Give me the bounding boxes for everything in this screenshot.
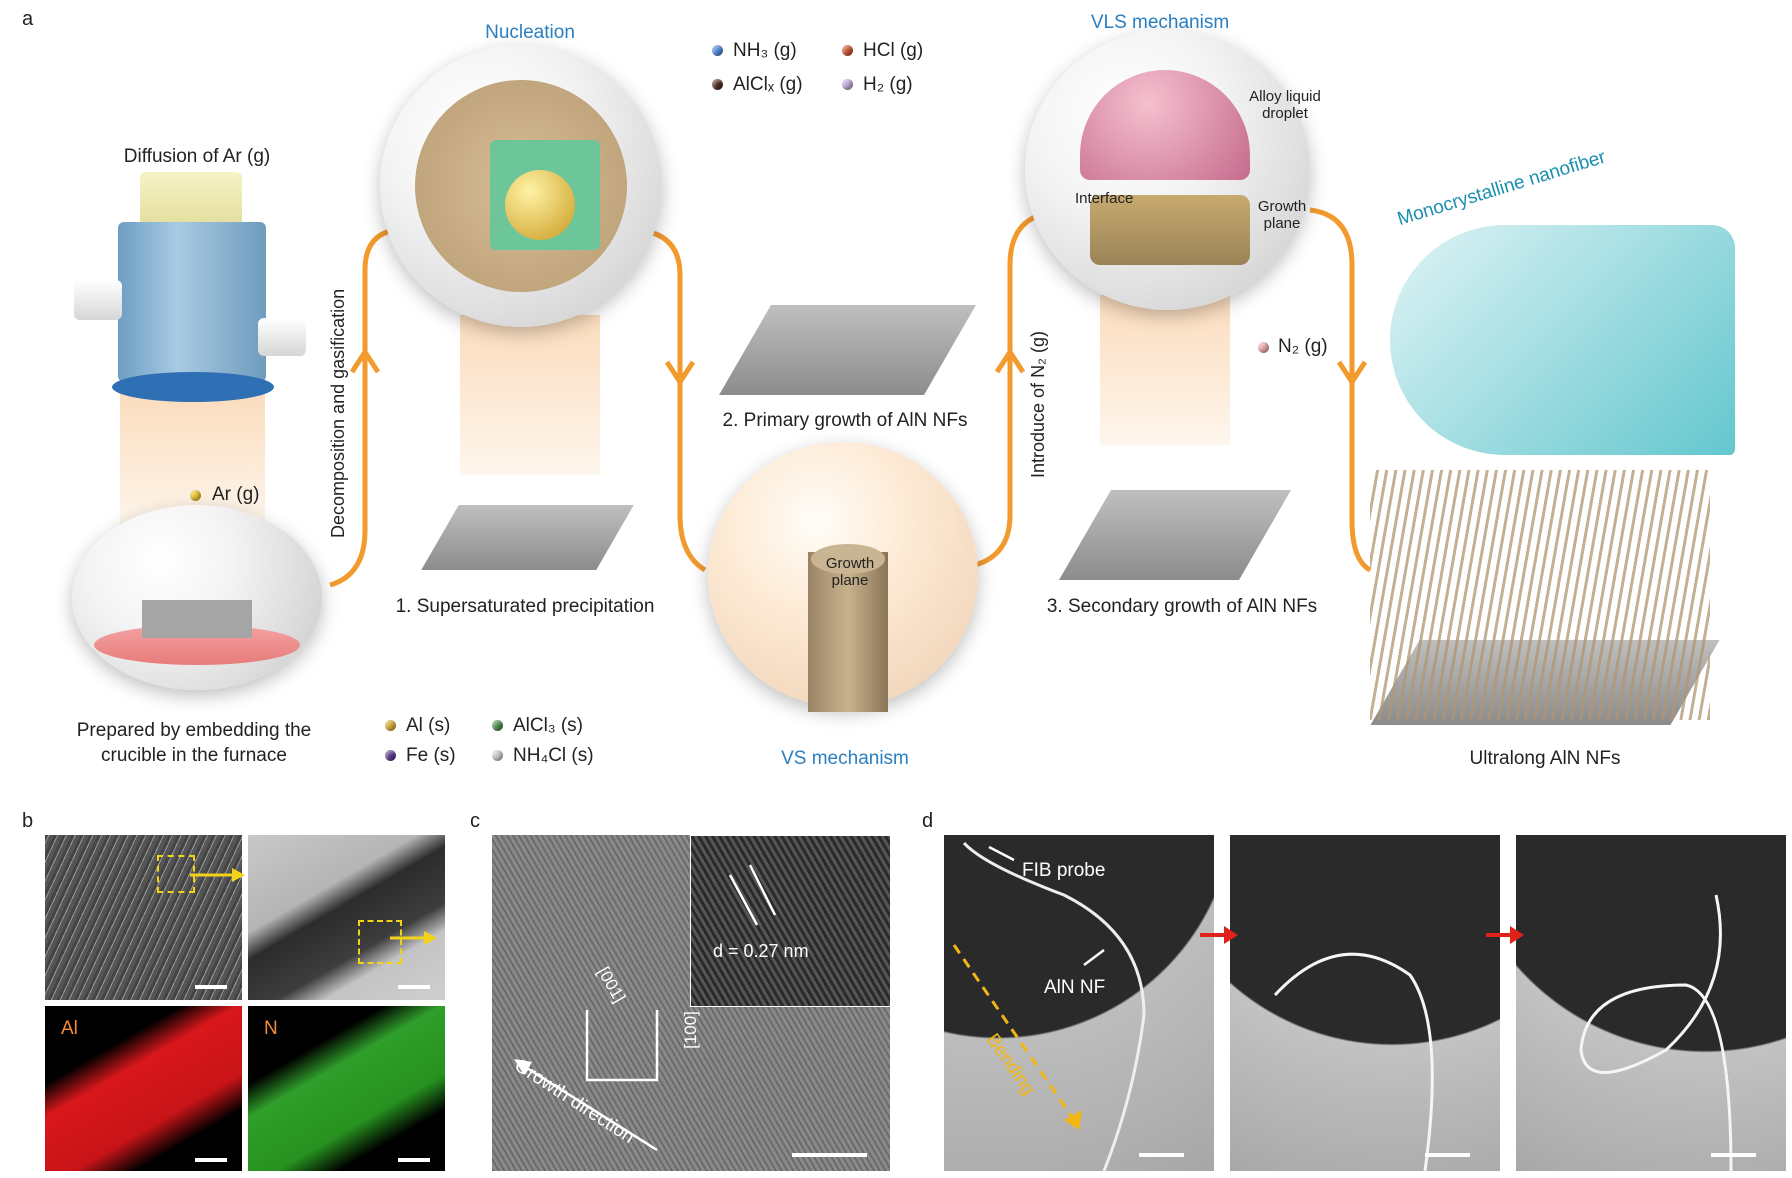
sequence-arrows-d bbox=[1200, 926, 1524, 944]
panel-letter-b: b bbox=[22, 810, 34, 832]
crystal-lattice-fiber bbox=[1390, 225, 1735, 455]
furnace-cap bbox=[140, 172, 242, 230]
panel-letter-c: c bbox=[470, 810, 480, 832]
prepared-label-1: Prepared by embedding the bbox=[76, 720, 312, 741]
d-spacing-label: d = 0.27 nm bbox=[713, 941, 809, 961]
zoom-box-2 bbox=[358, 920, 402, 964]
furnace-body bbox=[118, 222, 266, 382]
decomposition-label: Decomposition and gasification bbox=[328, 288, 348, 538]
sem-bending-1: FIB probe AlN NF Bending bbox=[944, 835, 1214, 1171]
introduce-n2-label: Introduce of N₂ (g) bbox=[1028, 330, 1048, 478]
ultralong-label: Ultralong AlN NFs bbox=[1469, 748, 1621, 769]
flow-arrow-3-head bbox=[994, 347, 1026, 374]
scale-bar-d3 bbox=[1711, 1153, 1756, 1157]
hrtem-inset: d = 0.27 nm bbox=[690, 835, 890, 1007]
diffusion-label: Diffusion of Ar (g) bbox=[123, 146, 271, 167]
sem-bending-2 bbox=[1230, 835, 1500, 1171]
ar-dot bbox=[190, 490, 201, 501]
vs-bubble bbox=[708, 442, 978, 712]
scale-bar-b2 bbox=[398, 985, 430, 989]
eds-map-n: N bbox=[248, 1006, 445, 1171]
flow-arrow-2-head bbox=[664, 360, 696, 387]
flow-arrow-4-head bbox=[1336, 360, 1368, 387]
eds-al-label: Al bbox=[61, 1018, 78, 1039]
fiber-loop-3 bbox=[1579, 894, 1733, 1171]
light-beam-vls bbox=[1100, 295, 1230, 445]
process-flow-arrows bbox=[329, 207, 1372, 588]
panel-letter-a: a bbox=[22, 8, 34, 30]
vs-mechanism-title: VS mechanism bbox=[781, 748, 909, 769]
nucleation-title: Nucleation bbox=[485, 22, 575, 43]
scale-bar-b4 bbox=[398, 1158, 430, 1162]
hrtem-image: d = 0.27 nm [001] [100] Growth direction bbox=[492, 835, 890, 1171]
n2-dot bbox=[1258, 342, 1269, 353]
growth-direction-arrow bbox=[514, 864, 777, 1152]
nanofiber-column bbox=[808, 552, 888, 712]
legend-hcl: HCl (g) bbox=[842, 40, 923, 62]
eds-n-label: N bbox=[264, 1018, 278, 1039]
step3-label: 3. Secondary growth of AlN NFs bbox=[1046, 596, 1318, 617]
light-beam-nucleation bbox=[460, 315, 600, 475]
interface-label: Interface bbox=[1075, 190, 1134, 207]
flow-arrow-1 bbox=[329, 227, 396, 588]
legend-fe: Fe (s) bbox=[385, 745, 456, 767]
scale-bar-d1 bbox=[1139, 1153, 1184, 1157]
aln-nf-label: AlN NF bbox=[1044, 977, 1106, 998]
panel-letter-d: d bbox=[922, 810, 934, 832]
flow-arrow-3 bbox=[974, 212, 1041, 568]
scale-bar-c bbox=[792, 1153, 867, 1157]
bending-annotations bbox=[952, 841, 1146, 1171]
tem-image-fiber bbox=[248, 835, 445, 1000]
zoom-arrows-b bbox=[190, 868, 437, 945]
legend-h2: H₂ (g) bbox=[842, 74, 913, 96]
vls-bubble bbox=[1025, 30, 1310, 310]
legend-alcl3: AlCl₃ (s) bbox=[492, 715, 583, 737]
prepared-label-2: crucible in the furnace bbox=[101, 745, 287, 766]
step2-label: 2. Primary growth of AlN NFs bbox=[722, 410, 968, 431]
ar-gas-label: Ar (g) bbox=[212, 484, 260, 505]
nucleus-core bbox=[505, 170, 575, 240]
sem-bending-3 bbox=[1516, 835, 1786, 1171]
nanofiber-forest bbox=[1370, 470, 1710, 720]
flow-arrow-4 bbox=[1309, 207, 1372, 573]
alloy-droplet-label: Alloy liquid droplet bbox=[1249, 88, 1321, 122]
n2-gas-label: N₂ (g) bbox=[1278, 336, 1328, 357]
legend-nh3: NH₃ (g) bbox=[712, 40, 797, 62]
legend-alclx: AlClₓ (g) bbox=[712, 74, 803, 96]
sem-image-fibers bbox=[45, 835, 242, 1000]
furnace-port-right bbox=[258, 318, 306, 356]
crucible-bubble bbox=[72, 505, 322, 690]
vls-mechanism-title: VLS mechanism bbox=[1090, 12, 1230, 33]
flow-arrow-1-head bbox=[349, 347, 381, 374]
fib-probe-label: FIB probe bbox=[1022, 860, 1106, 881]
growth-plane-vs-shape bbox=[811, 544, 885, 574]
furnace-port-left bbox=[74, 280, 122, 320]
growth-plane-vls-shape bbox=[1090, 195, 1250, 265]
flow-arrow-2 bbox=[639, 227, 707, 573]
growth-plane-vls-label: Growth plane bbox=[1257, 198, 1307, 232]
legend-nh4cl: NH₄Cl (s) bbox=[492, 745, 594, 767]
legend-al: Al (s) bbox=[385, 715, 450, 737]
eds-map-al: Al bbox=[45, 1006, 242, 1171]
scale-bar-d2 bbox=[1425, 1153, 1470, 1157]
growth-plane-vs-label: Growth plane bbox=[825, 555, 875, 589]
scale-bar-b3 bbox=[195, 1158, 227, 1162]
step1-label: 1. Supersaturated precipitation bbox=[395, 596, 655, 617]
alloy-droplet-shape bbox=[1080, 70, 1250, 180]
fiber-curve-2 bbox=[1273, 952, 1434, 1171]
scale-bar-b1 bbox=[195, 985, 227, 989]
nucleation-bubble bbox=[380, 45, 662, 327]
powder-sample bbox=[142, 600, 252, 638]
furnace-base bbox=[112, 372, 274, 402]
